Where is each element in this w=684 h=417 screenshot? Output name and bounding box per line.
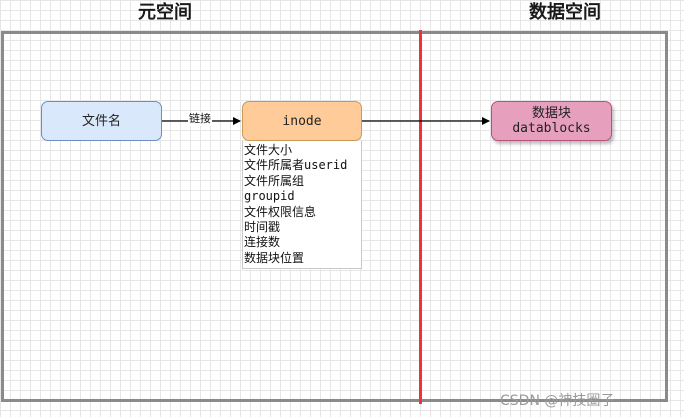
filename-node-label: 文件名	[81, 113, 121, 129]
inode-attribute-item: groupid	[244, 189, 295, 204]
inode-attribute-item: 数据块位置	[244, 250, 305, 265]
inode-attribute-item: 文件所属组	[244, 173, 305, 188]
inode-attribute-item: 文件权限信息	[244, 204, 317, 219]
link-edge-label: 链接	[188, 112, 212, 126]
csdn-watermark: CSDN @神技圈子	[500, 393, 615, 409]
inode-attribute-item: 文件大小	[244, 143, 293, 157]
datablock-node[interactable]: 数据块 datablocks	[491, 101, 612, 141]
datablock-node-sublabel: datablocks	[512, 121, 591, 136]
filename-node[interactable]: 文件名	[41, 101, 162, 141]
data-space-header: 数据空间	[529, 2, 601, 23]
diagram-frame	[1, 31, 668, 402]
inode-attribute-item: 时间戳	[244, 220, 281, 235]
inode-node-label: inode	[282, 113, 322, 129]
datablock-node-label: 数据块	[531, 106, 571, 121]
space-divider-line	[419, 30, 422, 404]
inode-attribute-item: 连接数	[244, 235, 281, 250]
meta-space-header: 元空间	[138, 2, 192, 23]
inode-attribute-list: 文件大小 文件所属者userid 文件所属组 groupid 文件权限信息 时间…	[242, 141, 362, 269]
inode-attribute-item: 文件所属者userid	[244, 158, 348, 173]
inode-node[interactable]: inode	[242, 101, 362, 141]
